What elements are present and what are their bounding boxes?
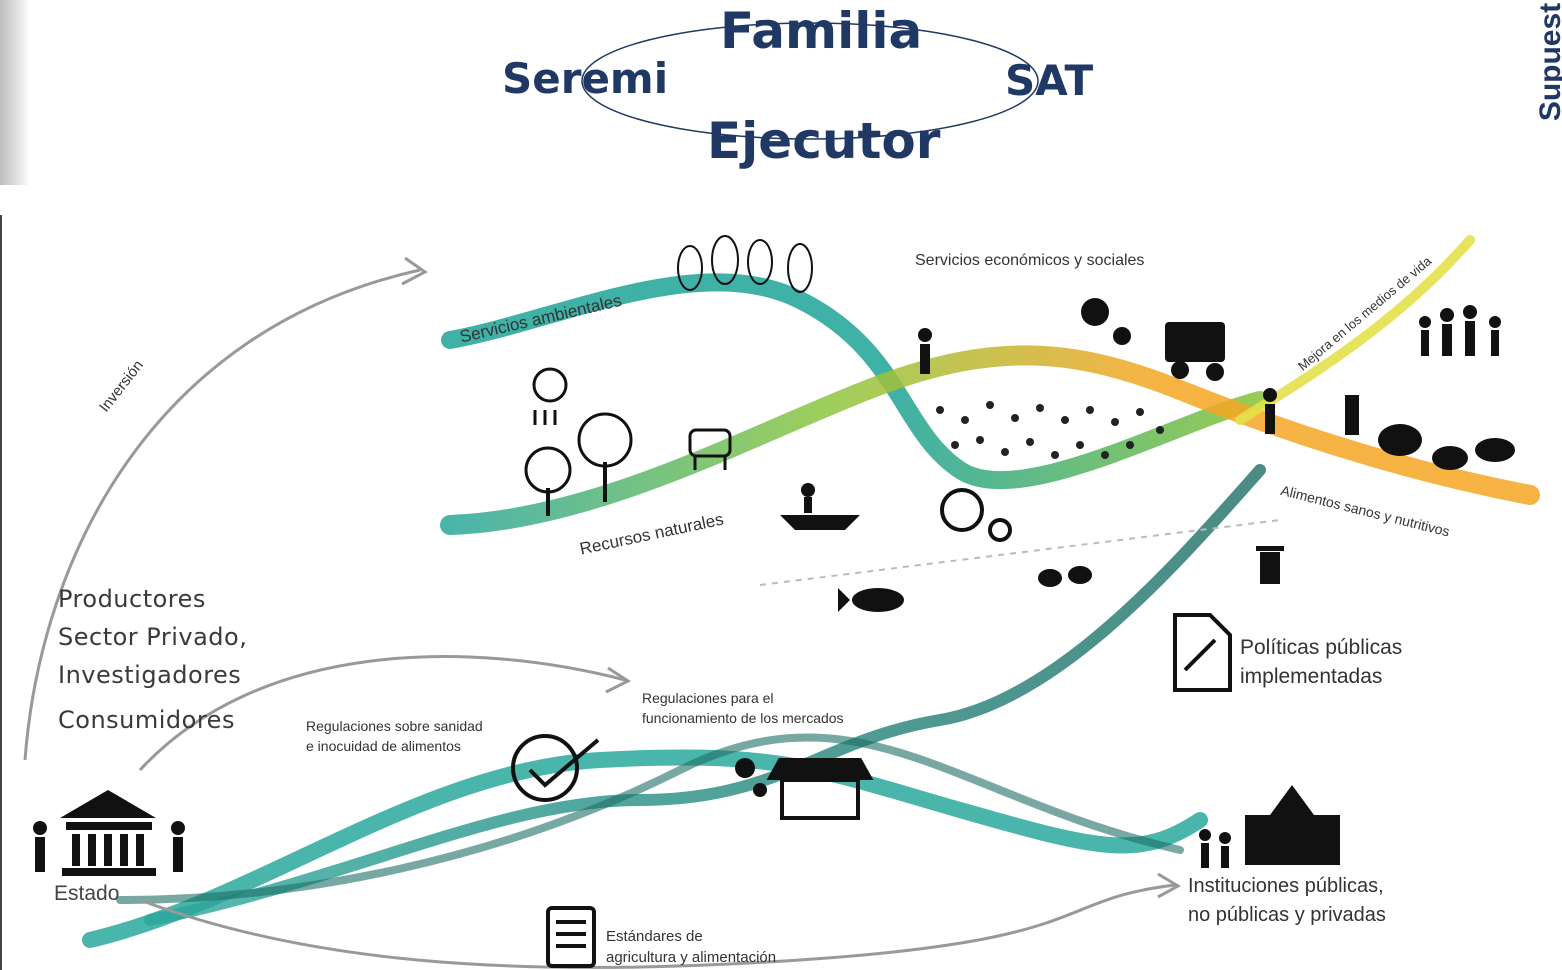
market-stall-icon <box>766 758 874 820</box>
forest-icon <box>677 235 813 293</box>
left-border-line <box>0 215 2 970</box>
label-regulaciones-sanidad-line2: e inocuidad de alimentos <box>306 738 461 754</box>
fish-icon <box>838 588 904 612</box>
regulation-arrow <box>138 655 626 772</box>
actor-sector-privado: Sector Privado, <box>58 623 248 651</box>
actor-productores: Productores <box>58 585 206 613</box>
label-instituciones-line1: Instituciones públicas, <box>1188 875 1384 897</box>
weather-icon <box>532 367 568 425</box>
label-politicas-line2: implementadas <box>1240 665 1383 688</box>
title-supuesto: Supuest <box>1533 2 1562 122</box>
beans-icon <box>1038 566 1092 587</box>
regulation-arrow-head <box>605 666 632 694</box>
label-instituciones-line2: no públicas y privadas <box>1188 904 1386 926</box>
family-icon <box>1419 305 1501 356</box>
actor-consumidores: Consumidores <box>58 706 235 734</box>
natural-resources-ribbon <box>440 345 1540 535</box>
regulation-ribbon-teal <box>82 749 1208 948</box>
people-icon <box>33 328 1277 872</box>
cow-icon <box>688 428 732 470</box>
actor-investigadores: Investigadores <box>58 661 242 689</box>
apple-check-icon <box>511 734 600 802</box>
left-shadow-decoration <box>0 0 30 185</box>
label-politicas-line1: Políticas públicas <box>1240 636 1403 659</box>
label-estandares-line2: agricultura y alimentación <box>606 949 777 966</box>
title-ejecutor: Ejecutor <box>707 112 941 170</box>
label-regulaciones-sanidad-line1: Regulaciones sobre sanidad <box>306 718 483 734</box>
gear-icon <box>735 298 1131 797</box>
label-regulaciones-mercados-line1: Regulaciones para el <box>642 690 774 706</box>
school-icon <box>1245 785 1340 865</box>
title-familia: Familia <box>720 2 923 60</box>
tractor-icon <box>940 488 1012 542</box>
label-regulaciones-mercados-line2: funcionamiento de los mercados <box>642 710 844 726</box>
institutions-arrow <box>139 883 1176 969</box>
food-icon <box>1345 395 1515 470</box>
title-seremi: Seremi <box>502 54 669 103</box>
crop-field-icon <box>936 401 1164 459</box>
institutions-arrow-head <box>1157 872 1182 899</box>
boat-icon <box>780 483 860 530</box>
investment-arrow-head <box>401 256 428 286</box>
truck-icon <box>1165 322 1225 381</box>
investment-arrow <box>23 268 421 761</box>
market-ribbon <box>116 733 1184 904</box>
actor-estado: Estado <box>54 882 120 905</box>
waste-flow-line <box>759 519 1281 586</box>
standards-document-icon <box>546 906 596 968</box>
label-servicios-economicos: Servicios económicos y sociales <box>915 252 1145 269</box>
building-icon <box>60 790 156 876</box>
stakeholder-ellipse <box>581 22 1039 140</box>
policy-document-icon <box>1173 613 1232 692</box>
tree-icon <box>524 412 633 516</box>
title-sat: SAT <box>1005 56 1094 105</box>
trash-icon <box>1256 546 1284 584</box>
label-estandares-line1: Estándares de <box>606 928 703 945</box>
